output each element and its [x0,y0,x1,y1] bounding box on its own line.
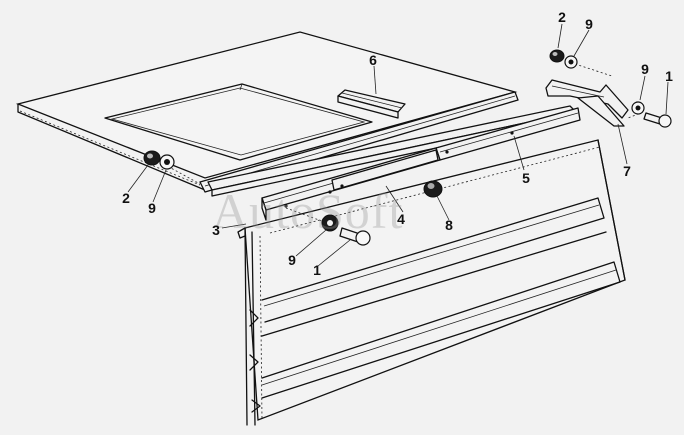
part-6-bracket [337,89,406,119]
assembly-lines [159,63,644,225]
part-9-washer-lower [321,214,339,232]
callout-1-right: 1 [665,68,673,84]
callout-9-right: 9 [641,61,649,77]
callout-4: 4 [397,211,405,227]
part-2-nut-upper [549,49,565,63]
watermark: AutoSoft [212,183,404,239]
callout-5: 5 [522,170,530,186]
callout-9-left: 9 [148,200,156,216]
part-5-rail [207,105,581,197]
part-1-bolt-lower [339,227,371,246]
part-2-nut-left [143,150,161,166]
part-7-bracket [545,79,629,127]
part-1-bolt-right [643,112,672,128]
roof-panel [15,31,519,193]
side-panel [237,139,626,426]
callout-8: 8 [445,217,453,233]
callout-1-lower: 1 [313,262,321,278]
callout-2-upper: 2 [558,9,566,25]
callout-3: 3 [212,222,220,238]
leader-lines [127,23,669,267]
part-9-washer-right [631,101,645,115]
part-4-rail [261,147,441,221]
part-9-washer-upper [564,55,578,69]
part-9-washer-left [159,154,175,170]
callout-9-lower: 9 [288,252,296,268]
callout-2-left: 2 [122,190,130,206]
callout-9-upper: 9 [585,16,593,32]
part-8-nut [423,180,443,198]
callout-7: 7 [623,163,631,179]
callout-6: 6 [369,52,377,68]
